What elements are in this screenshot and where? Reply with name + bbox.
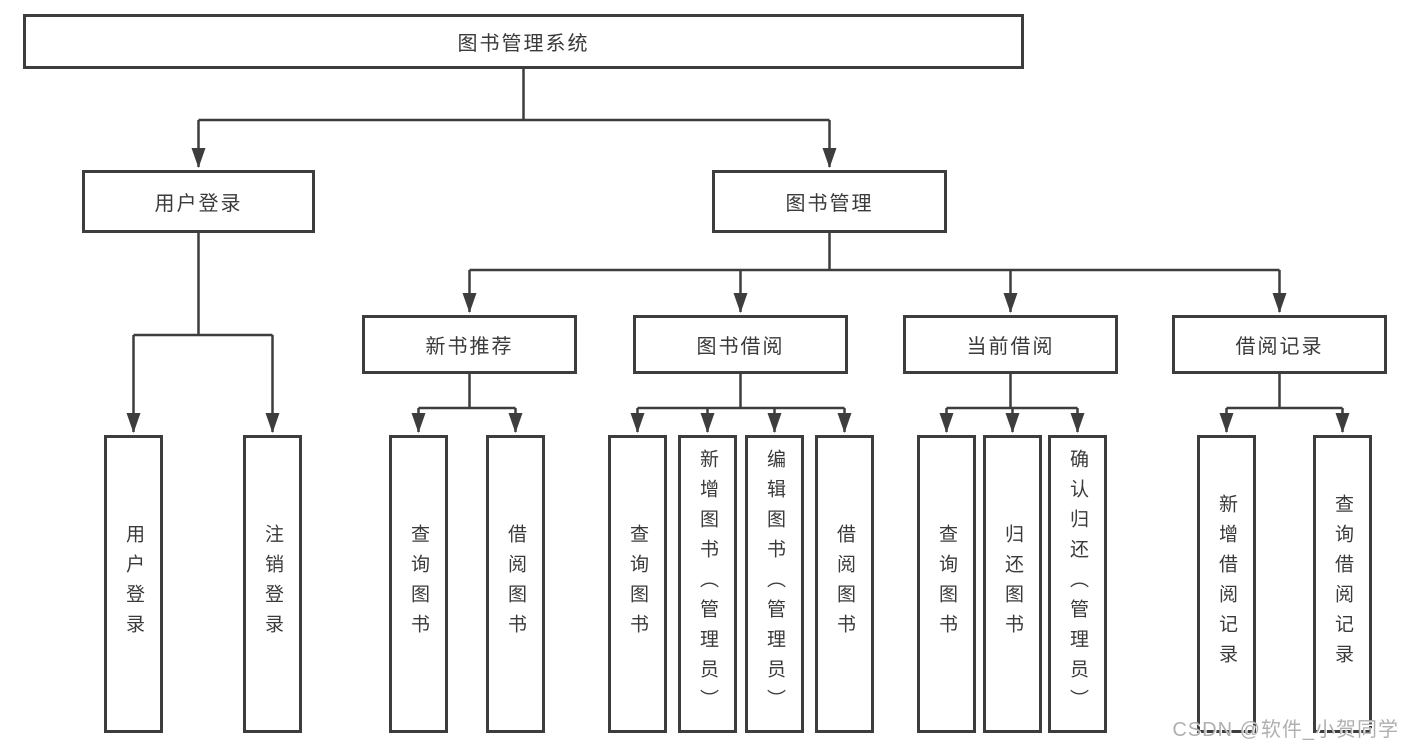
node-leaf-query-books-1: 查询图书	[389, 435, 448, 733]
node-root: 图书管理系统	[23, 14, 1024, 69]
connector-current-borrow-rail	[946, 374, 1078, 410]
node-leaf-query-books-1-label: 查询图书	[408, 524, 429, 644]
node-leaf-logout: 注销登录	[243, 435, 302, 733]
node-leaf-query-books-3: 查询图书	[917, 435, 976, 733]
node-leaf-confirm-return-admin-label: 确认归还（管理员）	[1067, 449, 1088, 719]
node-user-login-label: 用户登录	[154, 193, 243, 215]
node-leaf-return-book-label: 归还图书	[1002, 524, 1023, 644]
node-new-book-rec-label: 新书推荐	[425, 336, 514, 358]
node-leaf-query-books-3-label: 查询图书	[936, 524, 957, 644]
node-leaf-return-book: 归还图书	[983, 435, 1042, 733]
node-borrow-records-label: 借阅记录	[1235, 336, 1324, 358]
watermark: CSDN @软件_小贺同学	[1172, 719, 1399, 741]
node-leaf-user-login: 用户登录	[104, 435, 163, 733]
node-new-book-rec: 新书推荐	[362, 315, 577, 374]
node-current-borrow-label: 当前借阅	[966, 336, 1055, 358]
connector-new-book-rail	[418, 374, 516, 410]
node-leaf-confirm-return-admin: 确认归还（管理员）	[1048, 435, 1107, 733]
node-book-mgmt-label: 图书管理	[785, 193, 874, 215]
node-borrow-records: 借阅记录	[1172, 315, 1387, 374]
node-leaf-borrow-books-2-label: 借阅图书	[834, 524, 855, 644]
node-leaf-borrow-books-1-label: 借阅图书	[505, 524, 526, 644]
node-leaf-borrow-books-2: 借阅图书	[815, 435, 874, 733]
node-current-borrow: 当前借阅	[903, 315, 1118, 374]
node-leaf-user-login-label: 用户登录	[123, 524, 144, 644]
connector-user-login-rail	[133, 233, 273, 337]
node-leaf-query-books-2: 查询图书	[608, 435, 667, 733]
connector-book-mgmt-rail	[469, 233, 1280, 272]
node-leaf-add-book-admin: 新增图书（管理员）	[678, 435, 737, 733]
node-leaf-query-books-2-label: 查询图书	[627, 524, 648, 644]
node-leaf-query-borrow-record: 查询借阅记录	[1313, 435, 1372, 733]
node-leaf-add-borrow-record: 新增借阅记录	[1197, 435, 1256, 733]
node-book-borrow-label: 图书借阅	[696, 336, 785, 358]
node-leaf-edit-book-admin-label: 编辑图书（管理员）	[764, 449, 785, 719]
connector-root-rail	[198, 68, 830, 122]
node-leaf-add-book-admin-label: 新增图书（管理员）	[697, 449, 718, 719]
node-user-login: 用户登录	[82, 170, 315, 233]
node-leaf-borrow-books-1: 借阅图书	[486, 435, 545, 733]
node-leaf-add-borrow-record-label: 新增借阅记录	[1216, 494, 1237, 674]
node-leaf-edit-book-admin: 编辑图书（管理员）	[745, 435, 804, 733]
node-leaf-logout-label: 注销登录	[262, 524, 283, 644]
connector-book-borrow-rail	[637, 374, 845, 410]
node-leaf-query-borrow-record-label: 查询借阅记录	[1332, 494, 1353, 674]
connector-borrow-records-rail	[1226, 374, 1343, 410]
node-root-label: 图书管理系统	[457, 33, 590, 55]
node-book-borrow: 图书借阅	[633, 315, 848, 374]
node-book-mgmt: 图书管理	[712, 170, 947, 233]
